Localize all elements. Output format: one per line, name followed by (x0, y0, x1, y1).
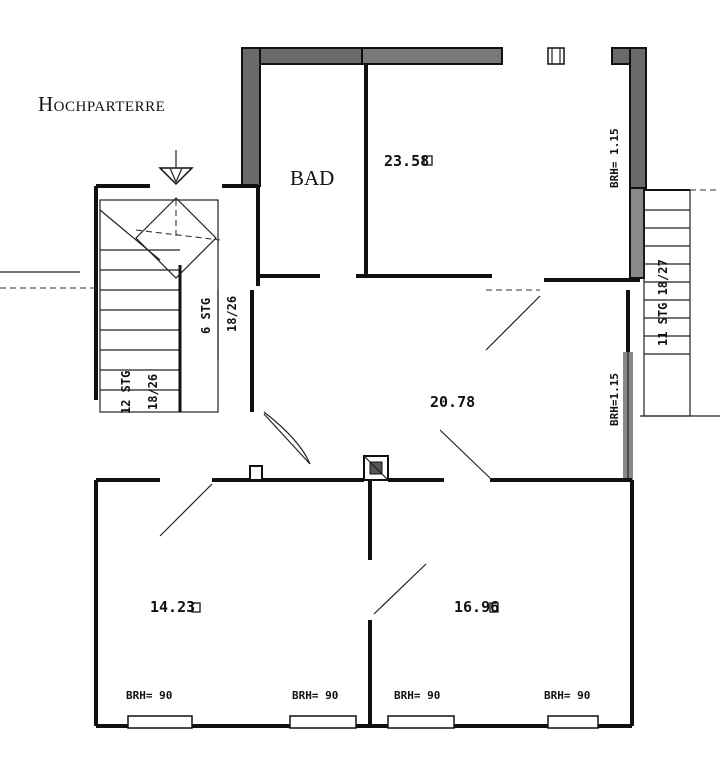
upper-walls (241, 47, 647, 279)
room-area-20-78: 20.78 (430, 393, 475, 411)
left-stair-ratio: 18/26 (146, 374, 160, 410)
svg-text:14.23: 14.23 (150, 598, 195, 616)
sill-height-east-bottom: BRH=1.15 (608, 373, 621, 426)
room-area-16-96: 16.96 (454, 598, 499, 616)
room-area-14-23: 14.23 (150, 598, 201, 616)
middle-stair-ratio: 18/26 (225, 296, 239, 332)
svg-text:23.58: 23.58 (384, 152, 429, 170)
right-stair-label: 11 STG 18/27 (656, 259, 670, 346)
left-staircase (99, 150, 221, 413)
room-label-bad: BAD (290, 166, 334, 190)
south-windows (127, 715, 599, 729)
middle-stair-count: 6 STG (199, 298, 213, 334)
floor-title: Hochparterre (38, 92, 165, 116)
sill-height-south-1: BRH= 90 (126, 689, 172, 702)
svg-text:16.96: 16.96 (454, 598, 499, 616)
sill-height-south-4: BRH= 90 (544, 689, 590, 702)
sill-height-east-top: BRH= 1.15 (608, 128, 621, 188)
chimney (363, 455, 389, 481)
room-area-23-58: 23.58 (384, 152, 433, 170)
sill-height-south-2: BRH= 90 (292, 689, 338, 702)
left-stair-count: 12 STG (119, 371, 133, 414)
sill-height-south-3: BRH= 90 (394, 689, 440, 702)
